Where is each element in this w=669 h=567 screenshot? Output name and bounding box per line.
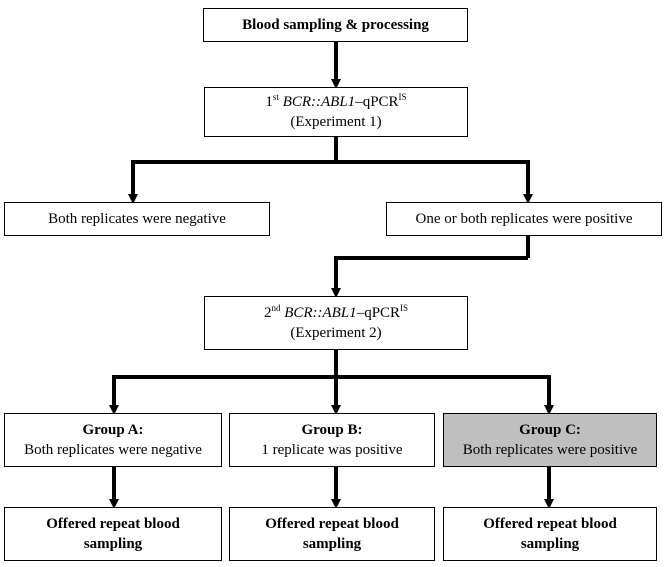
group-b-box: Group B: 1 replicate was positive — [229, 413, 435, 467]
positive-result-label: One or both replicates were positive — [415, 211, 633, 227]
offer-c-box: Offered repeat blood sampling — [443, 507, 657, 561]
offer-a-box: Offered repeat blood sampling — [4, 507, 222, 561]
blood-sampling-box: Blood sampling & processing — [203, 8, 468, 42]
negative-result-label: Both replicates were negative — [48, 211, 226, 227]
experiment-1-title: 1st BCR::ABL1–qPCRIS — [265, 92, 407, 111]
group-b-title: Group B: — [301, 422, 363, 438]
experiment-2-subtitle: (Experiment 2) — [290, 325, 382, 341]
negative-result-box: Both replicates were negative — [4, 202, 270, 236]
offer-a-line-2: sampling — [83, 536, 143, 552]
group-c-title: Group C: — [519, 422, 581, 438]
offer-b-box: Offered repeat blood sampling — [229, 507, 435, 561]
group-a-description: Both replicates were negative — [24, 442, 202, 458]
group-a-title: Group A: — [82, 422, 144, 438]
group-b-description: 1 replicate was positive — [261, 442, 403, 458]
offer-b-line-1: Offered repeat blood — [265, 516, 399, 532]
blood-sampling-label: Blood sampling & processing — [242, 17, 429, 33]
experiment-2-box: 2nd BCR::ABL1–qPCRIS (Experiment 2) — [204, 296, 468, 350]
offer-c-line-1: Offered repeat blood — [483, 516, 617, 532]
offer-c-line-2: sampling — [520, 536, 580, 552]
experiment-2-title: 2nd BCR::ABL1–qPCRIS — [263, 303, 409, 322]
group-c-box: Group C: Both replicates were positive — [443, 413, 657, 467]
positive-result-box: One or both replicates were positive — [386, 202, 662, 236]
group-a-box: Group A: Both replicates were negative — [4, 413, 222, 467]
group-c-description: Both replicates were positive — [462, 442, 638, 458]
experiment-1-box: 1st BCR::ABL1–qPCRIS (Experiment 1) — [204, 87, 468, 137]
offer-a-line-1: Offered repeat blood — [46, 516, 180, 532]
experiment-1-subtitle: (Experiment 1) — [290, 114, 382, 130]
offer-b-line-2: sampling — [302, 536, 362, 552]
